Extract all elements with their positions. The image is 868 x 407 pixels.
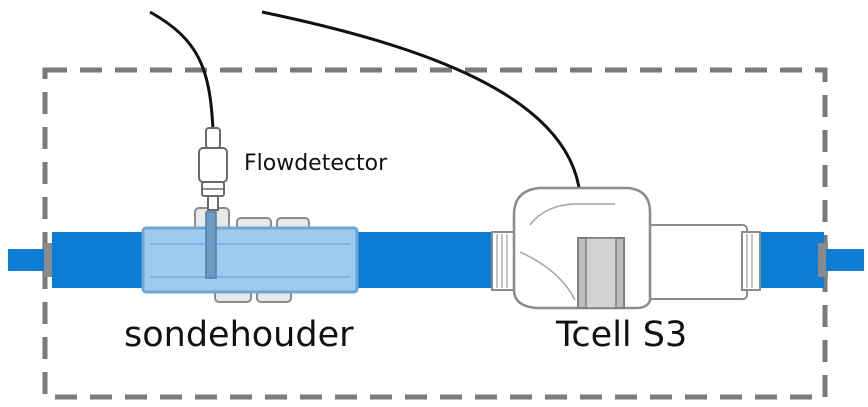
pipe-segment-right	[758, 232, 824, 288]
flowdetector-cable	[149, 10, 215, 131]
tcell-housing-curve-lower	[519, 251, 576, 301]
pipe-segment-left	[52, 232, 144, 288]
dashed-enclosure	[42, 67, 828, 400]
pipe-end-cap-left	[44, 243, 54, 277]
pipe-outlet-stub	[826, 249, 864, 271]
flowdetector-body	[198, 147, 228, 183]
probe-stem	[205, 211, 217, 279]
pipe	[8, 232, 864, 288]
flowdetector-cap	[205, 127, 221, 149]
tcell-housing-curve-inner	[529, 203, 615, 226]
tcell-device	[491, 186, 761, 310]
flowdetector-stem	[207, 195, 219, 211]
sensor-cell-label: Tcell S3	[555, 315, 687, 355]
tcell-band-inner	[585, 237, 617, 309]
sensor-cable	[261, 10, 582, 196]
holder-body	[141, 226, 359, 294]
probe-holder-label: sondehouder	[124, 315, 354, 355]
pipe-end-cap-right	[818, 243, 828, 277]
flowdetector-label: Flowdetector	[244, 151, 388, 176]
flow-detector	[198, 127, 228, 211]
probe-holder	[141, 207, 359, 303]
tcell-thread-right	[741, 231, 761, 291]
tcell-thread-left	[491, 231, 515, 291]
pipe-segment-middle	[355, 232, 495, 288]
pipe-inlet-stub	[8, 249, 50, 271]
